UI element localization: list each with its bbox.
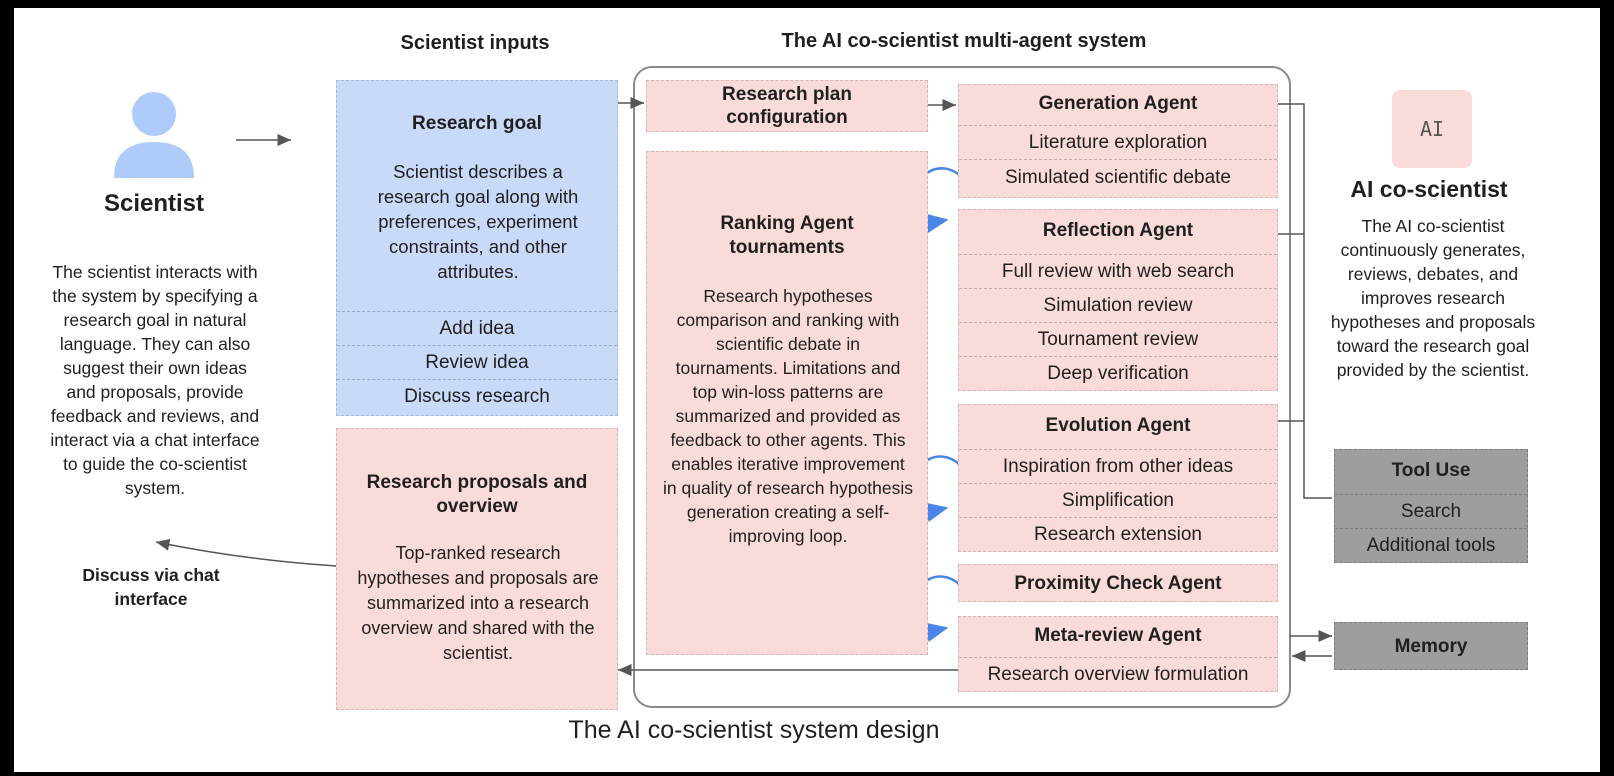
system-container bbox=[633, 66, 1291, 708]
research-goal-title: Research goal bbox=[412, 113, 542, 134]
ranking-agent-title: Ranking Agent tournaments bbox=[720, 213, 854, 258]
meta-review-agent-box: Meta-review Agent Research overview form… bbox=[958, 616, 1278, 692]
chat-label: Discuss via chat interface bbox=[82, 565, 220, 609]
generation-agent-title: Generation Agent bbox=[1038, 93, 1198, 114]
discuss-research-item[interactable]: Discuss research bbox=[337, 379, 617, 415]
person-icon bbox=[114, 92, 194, 178]
simulated-debate-item: Simulated scientific debate bbox=[959, 159, 1277, 197]
generation-agent-box: Generation Agent Literature exploration … bbox=[958, 84, 1278, 198]
research-goal-box: Research goal Scientist describes a rese… bbox=[336, 80, 618, 416]
arrow-chat-interface bbox=[155, 538, 350, 573]
diagram-canvas: Scientist inputs The AI co-scientist mul… bbox=[14, 8, 1600, 772]
bracket-to-tool-use bbox=[1278, 103, 1332, 499]
tool-use-title: Tool Use bbox=[1391, 460, 1471, 481]
header-multi-agent-system: The AI co-scientist multi-agent system bbox=[781, 30, 1147, 52]
additional-tools-item: Additional tools bbox=[1335, 528, 1527, 562]
meta-review-agent-title: Meta-review Agent bbox=[1034, 625, 1202, 646]
deep-verification-item: Deep verification bbox=[959, 356, 1277, 390]
reflection-agent-title: Reflection Agent bbox=[1042, 220, 1194, 241]
ai-co-scientist-description: The AI co-scientist continuously generat… bbox=[1330, 216, 1536, 380]
ranking-agent-box: Ranking Agent tournaments Research hypot… bbox=[646, 151, 928, 655]
full-review-item: Full review with web search bbox=[959, 254, 1277, 288]
research-proposals-box: Research proposals and overview Top-rank… bbox=[336, 428, 618, 710]
reflection-agent-box: Reflection Agent Full review with web se… bbox=[958, 209, 1278, 391]
proximity-check-agent-title: Proximity Check Agent bbox=[1014, 573, 1222, 594]
scientist-description: The scientist interacts with the system … bbox=[50, 262, 260, 498]
research-proposals-description: Top-ranked research hypotheses and propo… bbox=[357, 543, 599, 663]
ai-co-scientist-title: AI co-scientist bbox=[1350, 176, 1508, 202]
simulation-review-item: Simulation review bbox=[959, 288, 1277, 322]
research-goal-description: Scientist describes a research goal alon… bbox=[377, 161, 579, 282]
simplification-item: Simplification bbox=[959, 483, 1277, 517]
literature-exploration-item: Literature exploration bbox=[959, 125, 1277, 159]
memory-box: Memory bbox=[1334, 622, 1528, 670]
research-overview-formulation-item: Research overview formulation bbox=[959, 657, 1277, 691]
search-tool-item: Search bbox=[1335, 494, 1527, 528]
header-scientist-inputs: Scientist inputs bbox=[400, 32, 550, 54]
tool-use-box: Tool Use Search Additional tools bbox=[1334, 449, 1528, 563]
review-idea-item[interactable]: Review idea bbox=[337, 345, 617, 379]
proximity-check-agent-box: Proximity Check Agent bbox=[958, 564, 1278, 602]
research-plan-config-title: Research plan configuration bbox=[722, 84, 852, 128]
diagram-caption: The AI co-scientist system design bbox=[568, 716, 940, 744]
inspiration-item: Inspiration from other ideas bbox=[959, 449, 1277, 483]
memory-title: Memory bbox=[1394, 636, 1468, 657]
ai-icon: AI bbox=[1392, 90, 1472, 168]
research-plan-config-box: Research plan configuration bbox=[646, 80, 928, 132]
research-extension-item: Research extension bbox=[959, 517, 1277, 551]
evolution-agent-title: Evolution Agent bbox=[1045, 415, 1191, 436]
evolution-agent-box: Evolution Agent Inspiration from other i… bbox=[958, 404, 1278, 552]
add-idea-item[interactable]: Add idea bbox=[337, 311, 617, 345]
ranking-agent-description: Research hypotheses comparison and ranki… bbox=[663, 286, 913, 546]
scientist-title: Scientist bbox=[103, 190, 205, 217]
research-proposals-title: Research proposals and overview bbox=[366, 472, 588, 517]
tournament-review-item: Tournament review bbox=[959, 322, 1277, 356]
